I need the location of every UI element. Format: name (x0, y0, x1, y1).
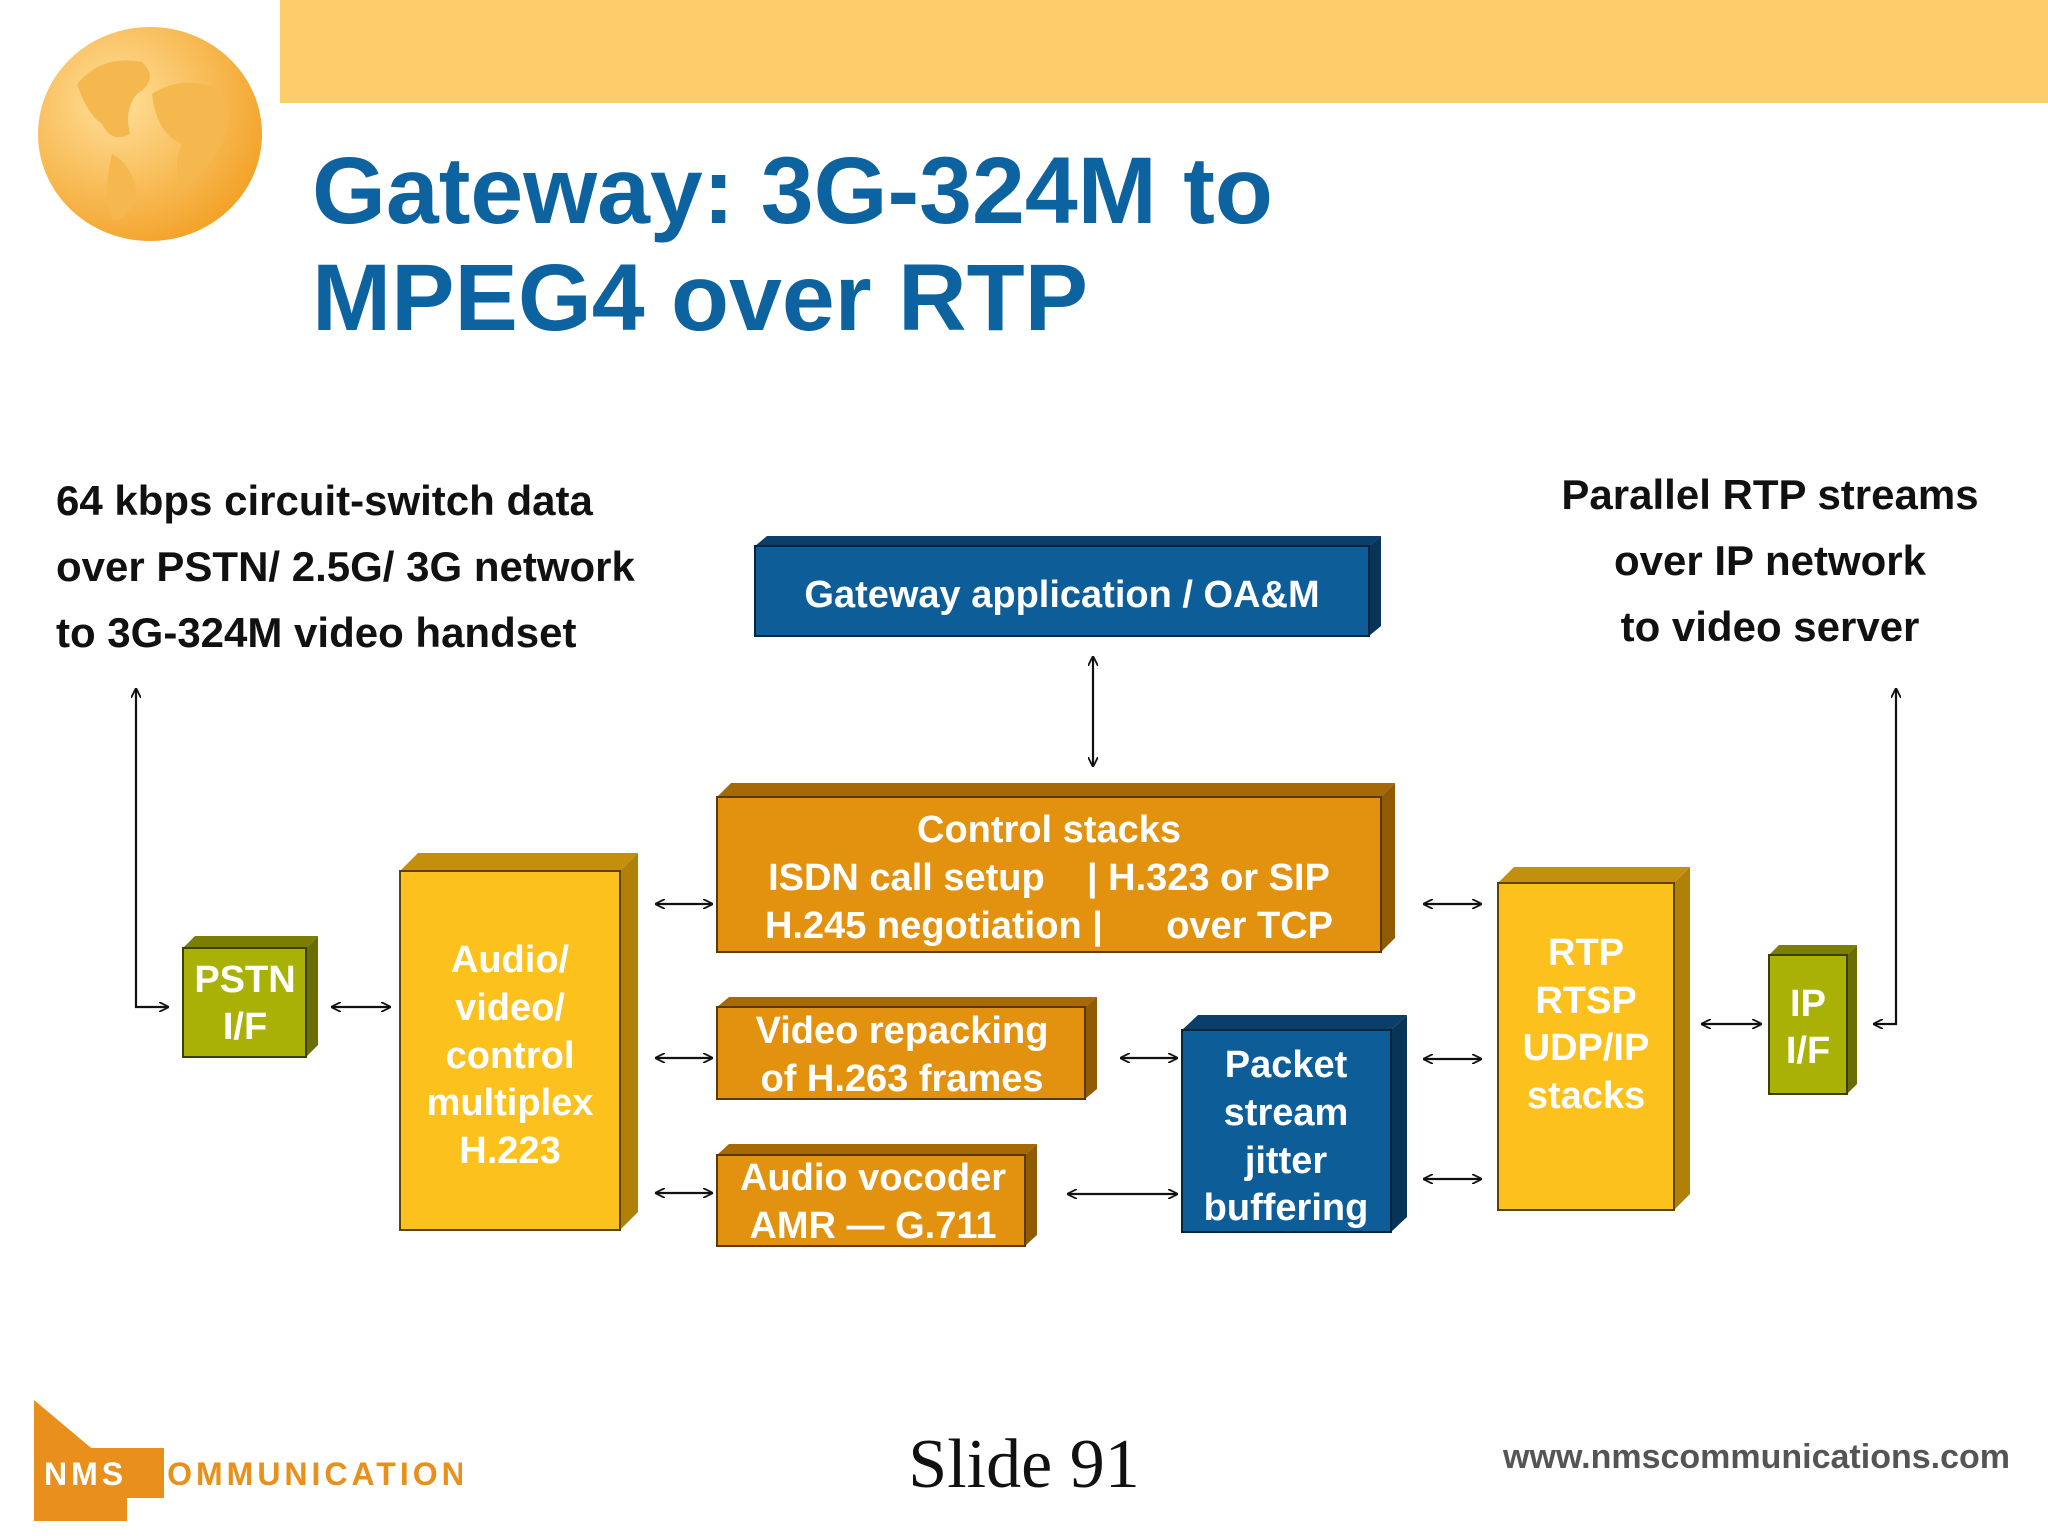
arrow-right-network (1874, 689, 1896, 1024)
gateway-app-label: Gateway application / OA&M (804, 574, 1319, 616)
av-multiplex-block: Audio/ video/ control multiplex H.223 (399, 853, 638, 1231)
rtp-stacks-line-3: UDP/IP (1523, 1027, 1650, 1069)
video-repacking-block: Video repacking of H.263 frames (716, 997, 1097, 1100)
nms-logo-icon: NMS COMMUNICATIONS (34, 1400, 462, 1521)
ip-if-line-2: I/F (1786, 1030, 1830, 1072)
av-multiplex-line-5: H.223 (459, 1130, 560, 1172)
website-url: www.nmscommunications.com (1503, 1438, 2010, 1476)
header-bar (280, 0, 2048, 103)
note-right-line-1: Parallel RTP streams (1561, 471, 1979, 518)
av-multiplex-line-2: video/ (455, 987, 565, 1029)
av-multiplex-line-4: multiplex (427, 1082, 594, 1124)
rtp-stacks-line-2: RTSP (1535, 980, 1636, 1022)
gateway-application-block: Gateway application / OA&M (754, 536, 1381, 637)
packet-stream-line-2: stream (1224, 1092, 1349, 1134)
control-stacks-line-1: Control stacks (917, 809, 1181, 851)
note-left-line-3: to 3G-324M video handset (56, 609, 577, 656)
ip-if-line-1: IP (1790, 983, 1826, 1025)
connector-arrows (136, 657, 1896, 1194)
rtp-stacks-line-1: RTP (1548, 932, 1624, 974)
control-stacks-line-3: H.245 negotiation | over TCP (765, 905, 1333, 947)
av-multiplex-line-1: Audio/ (451, 939, 570, 981)
note-right-line-3: to video server (1620, 603, 1920, 650)
note-right-line-2: over IP network (1613, 537, 1926, 584)
arrow-left-network (136, 689, 168, 1007)
packet-stream-line-4: buffering (1204, 1187, 1369, 1229)
title-line-1: Gateway: 3G-324M to (312, 138, 1273, 244)
video-repacking-line-2: of H.263 frames (760, 1058, 1043, 1100)
av-multiplex-line-3: control (446, 1035, 575, 1077)
pstn-if-line-2: I/F (223, 1006, 267, 1048)
packet-stream-line-3: jitter (1244, 1140, 1328, 1182)
control-stacks-block: Control stacks ISDN call setup | H.323 o… (716, 783, 1395, 953)
note-left-line-1: 64 kbps circuit-switch data (56, 477, 593, 524)
title-line-2: MPEG4 over RTP (312, 245, 1089, 351)
ip-if-block: IP I/F (1768, 945, 1857, 1095)
audio-vocoder-line-2: AMR — G.711 (749, 1205, 996, 1247)
circuit-side-note: 64 kbps circuit-switch data over PSTN/ 2… (56, 468, 635, 666)
packet-stream-block: Packet stream jitter buffering (1181, 1015, 1407, 1233)
page-title: Gateway: 3G-324M to MPEG4 over RTP (312, 138, 1273, 352)
audio-vocoder-line-1: Audio vocoder (740, 1157, 1006, 1199)
note-left-line-2: over PSTN/ 2.5G/ 3G network (56, 543, 635, 590)
logo-word: COMMUNICATIONS (140, 1456, 462, 1492)
rtp-stacks-line-4: stacks (1527, 1075, 1645, 1117)
control-stacks-line-2: ISDN call setup | H.323 or SIP (768, 857, 1330, 899)
ip-side-note: Parallel RTP streams over IP network to … (1520, 462, 2020, 660)
slide-number: Slide 91 (908, 1426, 1140, 1503)
logo-letters: NMS (44, 1456, 127, 1492)
pstn-if-line-1: PSTN (194, 959, 295, 1001)
video-repacking-line-1: Video repacking (756, 1010, 1049, 1052)
pstn-if-block: PSTN I/F (182, 936, 318, 1058)
rtp-stacks-block: RTP RTSP UDP/IP stacks (1497, 867, 1690, 1211)
audio-vocoder-block: Audio vocoder AMR — G.711 (716, 1144, 1037, 1247)
globe-icon (38, 27, 262, 241)
packet-stream-line-1: Packet (1225, 1044, 1348, 1086)
